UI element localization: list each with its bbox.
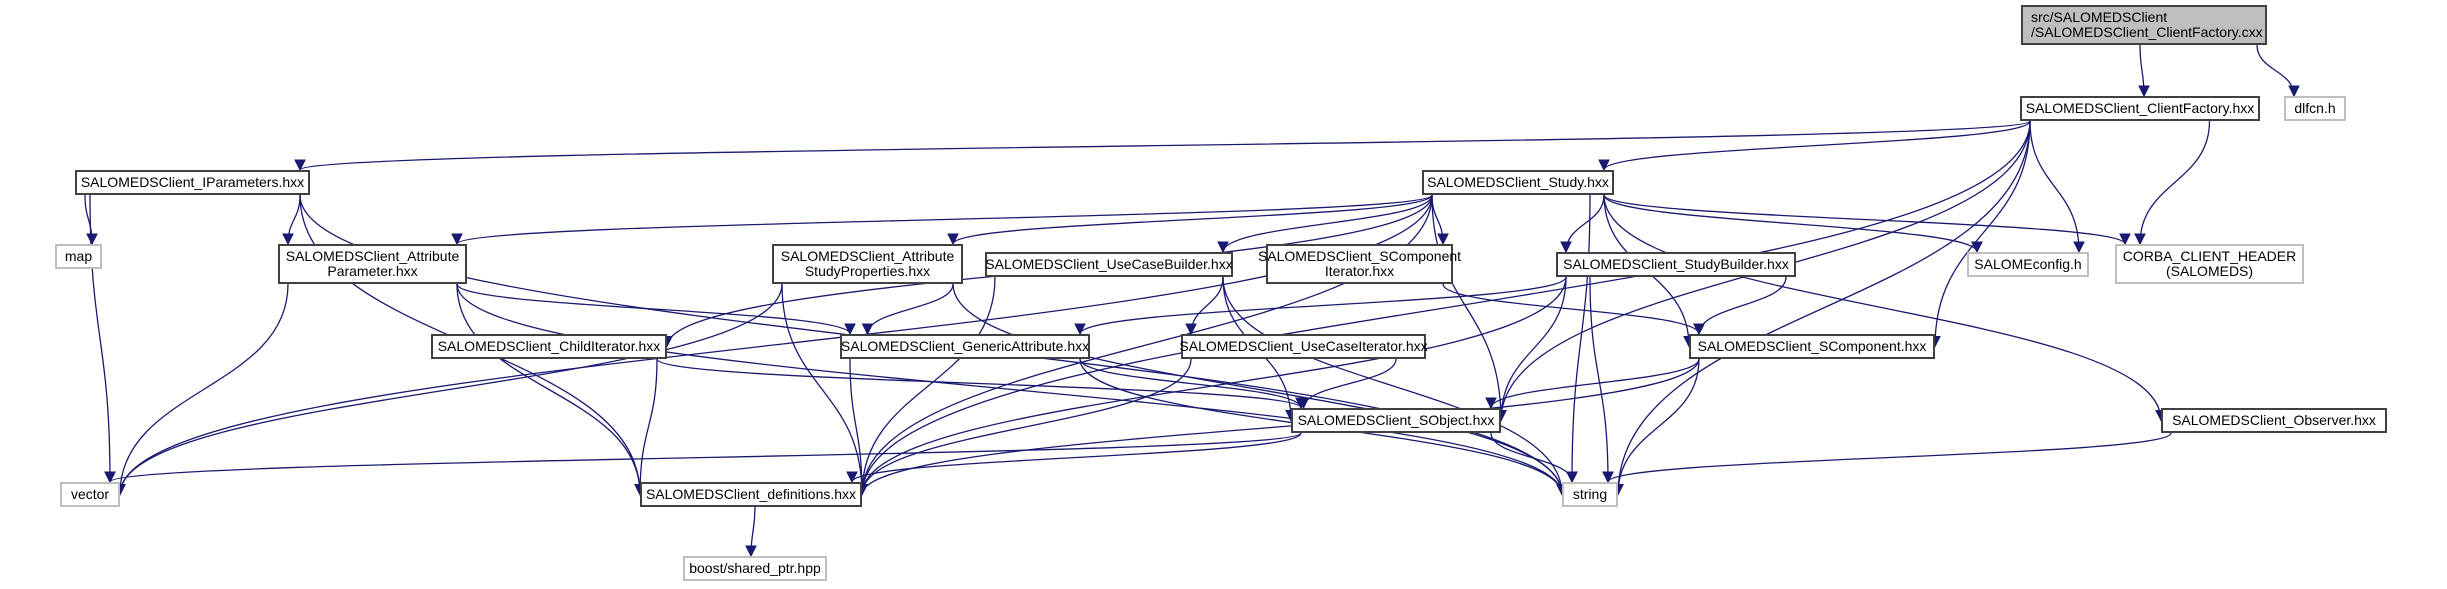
edge-study-to-observer <box>1603 194 2167 422</box>
edge-genericattr-to-definitions <box>849 358 868 496</box>
edge-attr_studyprops-to-string <box>952 283 1568 496</box>
edge-scomponent-to-sobject <box>1485 358 1700 410</box>
edge-iparams-to-map <box>84 194 98 246</box>
edge-study-to-usecasebuilder <box>1217 194 1433 254</box>
node-study-hxx[interactable]: SALOMEDSClient_Study.hxx <box>1422 170 1614 195</box>
node-definitions-hxx[interactable]: SALOMEDSClient_definitions.hxx <box>640 482 862 507</box>
node-attribute-studyproperties-hxx[interactable]: SALOMEDSClient_Attribute StudyProperties… <box>772 244 963 284</box>
node-iparameters-hxx[interactable]: SALOMEDSClient_IParameters.hxx <box>75 170 310 195</box>
node-usecasebuilder-hxx[interactable]: SALOMEDSClient_UseCaseBuilder.hxx <box>985 252 1233 277</box>
node-scomponent-hxx[interactable]: SALOMEDSClient_SComponent.hxx <box>1689 334 1935 359</box>
edge-study-to-salomeconfig <box>1603 194 1983 254</box>
node-vector[interactable]: vector <box>60 482 120 507</box>
edge-study-to-corba <box>1603 194 2131 246</box>
edge-scomponent-to-string <box>1612 358 1700 496</box>
node-childiterator-hxx[interactable]: SALOMEDSClient_ChildIterator.hxx <box>431 334 667 359</box>
edge-study-to-string <box>1566 194 1591 484</box>
edge-usecasebuilder-to-usecaseiter <box>1185 276 1224 336</box>
node-attribute-parameter-hxx[interactable]: SALOMEDSClient_Attribute Parameter.hxx <box>278 244 467 284</box>
edge-factory_hxx-to-iparams <box>294 120 2031 172</box>
edge-studybuilder-to-sobject <box>1495 276 1567 422</box>
edge-study-to-studybuilder <box>1560 194 1605 254</box>
edge-factory_hxx-to-definitions <box>856 120 2031 496</box>
edge-childiter-to-definitions <box>634 358 658 496</box>
node-dlfcn-h[interactable]: dlfcn.h <box>2284 96 2346 121</box>
edge-usecasebuilder-to-string <box>1222 276 1568 496</box>
edge-attr_studyprops-to-definitions <box>781 283 868 496</box>
node-corba-client-header[interactable]: CORBA_CLIENT_HEADER (SALOMEDS) <box>2115 244 2304 284</box>
edge-factory_hxx-to-study <box>1598 120 2031 172</box>
edge-sobject-to-vector <box>104 432 1302 484</box>
edge-observer-to-string <box>1602 432 2172 484</box>
edge-factory_hxx-to-corba <box>2134 120 2211 246</box>
node-root-clientfactory-cxx[interactable]: src/SALOMEDSClient /SALOMEDSClient_Clien… <box>2021 5 2267 45</box>
edge-attr_studyprops-to-vector <box>114 283 783 496</box>
node-studybuilder-hxx[interactable]: SALOMEDSClient_StudyBuilder.hxx <box>1556 252 1796 277</box>
edge-genericattr-to-sobject <box>1079 358 1307 410</box>
edge-root-to-factory_hxx <box>2138 44 2150 98</box>
edge-factory_hxx-to-scomponent <box>1929 120 2031 348</box>
edge-attr_param-to-genericattr <box>456 283 856 336</box>
edge-definitions-to-shared_ptr <box>745 506 757 558</box>
node-string[interactable]: string <box>1562 482 1618 507</box>
edge-attr_param-to-definitions <box>456 283 646 496</box>
node-scomponent-iterator-hxx[interactable]: SALOMEDSClient_SComponent Iterator.hxx <box>1258 244 1461 284</box>
edge-usecaseiter-to-definitions <box>856 358 1192 496</box>
edge-usecasebuilder-to-definitions <box>856 276 996 496</box>
edge-studybuilder-to-scomponent <box>1693 276 1787 336</box>
edge-study-to-attr_param <box>451 194 1433 246</box>
edge-factory_hxx-to-salomeconfig <box>2029 120 2085 254</box>
node-sobject-hxx[interactable]: SALOMEDSClient_SObject.hxx <box>1291 408 1501 433</box>
edge-root-to-dlfcn <box>2256 44 2300 98</box>
edge-iparams-to-attr_param <box>282 194 301 246</box>
node-map[interactable]: map <box>55 244 102 269</box>
node-salomeconfig-h[interactable]: SALOMEconfig.h <box>1967 252 2089 277</box>
edge-factory_hxx-to-string <box>1612 120 2031 496</box>
edge-sobject-to-definitions <box>846 432 1302 484</box>
edge-scompiter-to-scomponent <box>1442 283 1705 336</box>
edge-iparams-to-vector <box>89 194 116 484</box>
node-genericattribute-hxx[interactable]: SALOMEDSClient_GenericAttribute.hxx <box>840 334 1090 359</box>
node-boost-shared-ptr-hpp[interactable]: boost/shared_ptr.hpp <box>683 556 827 581</box>
edge-studybuilder-to-genericattr <box>1074 276 1567 336</box>
edge-attr_studyprops-to-genericattr <box>861 283 954 336</box>
edge-study-to-attr_studyprops <box>947 194 1433 246</box>
node-clientfactory-hxx[interactable]: SALOMEDSClient_ClientFactory.hxx <box>2020 96 2260 121</box>
node-observer-hxx[interactable]: SALOMEDSClient_Observer.hxx <box>2161 408 2387 433</box>
edge-attr_param-to-string <box>456 283 1568 496</box>
edge-attr_param-to-vector <box>114 283 289 496</box>
node-usecaseiterator-hxx[interactable]: SALOMEDSClient_UseCaseIterator.hxx <box>1179 334 1428 359</box>
edge-usecaseiter-to-sobject <box>1297 358 1397 410</box>
edge-studybuilder-to-string <box>1589 276 1614 484</box>
edge-childiter-to-sobject <box>656 358 1307 410</box>
edge-study-to-sobject <box>1431 194 1507 422</box>
edge-sobject-to-string <box>1490 432 1578 484</box>
